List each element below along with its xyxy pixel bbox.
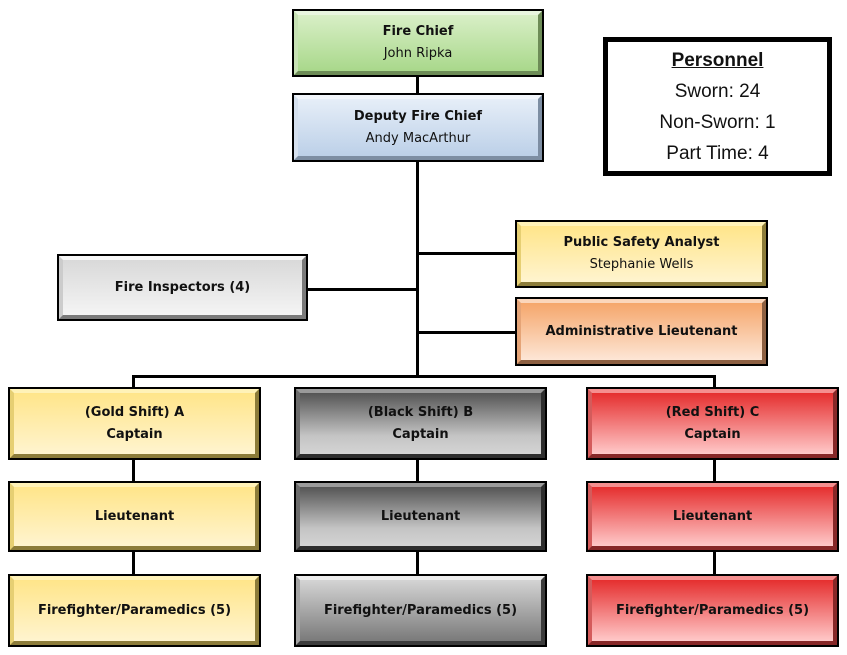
- shift-c-crew-box: Firefighter/Paramedics (5): [586, 574, 839, 647]
- shift-a-captain: Captain: [106, 426, 163, 442]
- shift-c-lieutenant-box: Lieutenant: [586, 481, 839, 552]
- analyst-name: Stephanie Wells: [589, 257, 694, 272]
- deputy-chief-name: Andy MacArthur: [365, 130, 471, 146]
- deputy-chief-box: Deputy Fire Chief Andy MacArthur: [292, 93, 544, 162]
- shift-c-crew: Firefighter/Paramedics (5): [615, 602, 810, 618]
- connector-chief-deputy: [416, 76, 419, 94]
- analyst-title: Public Safety Analyst: [563, 235, 720, 250]
- personnel-part-time: Part Time: 4: [666, 142, 769, 164]
- personnel-summary-box: Personnel Sworn: 24 Non-Sworn: 1 Part Ti…: [603, 37, 832, 176]
- connector-a-lt-crew: [132, 550, 135, 575]
- fire-chief-name: John Ripka: [383, 46, 453, 61]
- connector-a-cap-lt: [132, 458, 135, 482]
- connector-b-cap-lt: [416, 458, 419, 482]
- connector-c-lt-crew: [713, 550, 716, 575]
- personnel-heading: Personnel: [671, 49, 764, 71]
- shift-b-lieutenant-box: Lieutenant: [294, 481, 547, 552]
- shift-b-name: (Black Shift) B: [367, 404, 474, 420]
- public-safety-analyst-box: Public Safety Analyst Stephanie Wells: [515, 220, 768, 288]
- deputy-chief-title: Deputy Fire Chief: [353, 108, 483, 124]
- shift-c-captain: Captain: [684, 426, 741, 442]
- connector-shift-a: [132, 375, 135, 389]
- shift-c-name: (Red Shift) C: [665, 404, 760, 420]
- connector-b-lt-crew: [416, 550, 419, 575]
- fire-inspectors-title: Fire Inspectors (4): [114, 279, 251, 295]
- connector-shift-bar: [132, 375, 716, 378]
- fire-chief-box: Fire Chief John Ripka: [292, 9, 544, 77]
- connector-shift-c: [713, 375, 716, 389]
- shift-a-name: (Gold Shift) A: [84, 404, 185, 420]
- shift-b-lieutenant: Lieutenant: [380, 508, 461, 524]
- personnel-sworn: Sworn: 24: [674, 80, 761, 102]
- connector-admin-lt: [416, 331, 517, 334]
- shift-c-captain-box: (Red Shift) C Captain: [586, 387, 839, 460]
- shift-b-crew-box: Firefighter/Paramedics (5): [294, 574, 547, 647]
- connector-inspectors: [307, 288, 418, 291]
- fire-inspectors-box: Fire Inspectors (4): [57, 254, 308, 321]
- admin-lieutenant-title: Administrative Lieutenant: [545, 323, 738, 339]
- shift-a-lieutenant: Lieutenant: [94, 508, 175, 524]
- personnel-non-sworn: Non-Sworn: 1: [659, 111, 776, 133]
- shift-a-crew-box: Firefighter/Paramedics (5): [8, 574, 261, 647]
- connector-main-trunk: [416, 161, 419, 377]
- shift-b-captain-box: (Black Shift) B Captain: [294, 387, 547, 460]
- fire-chief-title: Fire Chief: [382, 24, 454, 39]
- shift-a-captain-box: (Gold Shift) A Captain: [8, 387, 261, 460]
- shift-c-lieutenant: Lieutenant: [672, 508, 753, 524]
- shift-a-crew: Firefighter/Paramedics (5): [37, 602, 232, 618]
- shift-b-crew: Firefighter/Paramedics (5): [323, 602, 518, 618]
- connector-analyst: [416, 252, 517, 255]
- administrative-lieutenant-box: Administrative Lieutenant: [515, 297, 768, 366]
- connector-c-cap-lt: [713, 458, 716, 482]
- shift-b-captain: Captain: [392, 426, 449, 442]
- shift-a-lieutenant-box: Lieutenant: [8, 481, 261, 552]
